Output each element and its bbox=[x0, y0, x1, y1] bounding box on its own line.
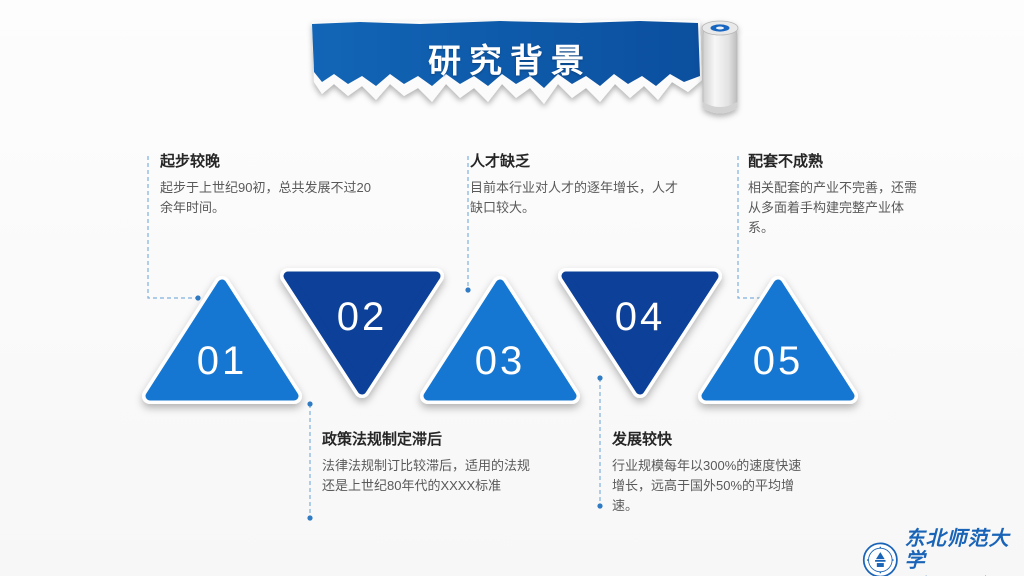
triangle-01: 01 bbox=[142, 276, 302, 404]
university-name-block: 东北师范大学 Northeast normal university bbox=[905, 528, 1022, 576]
info-body-05: 相关配套的产业不完善，还需从多面着手构建完整产业体系。 bbox=[748, 180, 918, 236]
university-logo: 东北师范大学 Northeast normal university bbox=[862, 528, 1022, 576]
paper-scroll-icon bbox=[701, 20, 739, 114]
triangle-04: 04 bbox=[558, 268, 722, 398]
info-block-03: 人才缺乏 目前本行业对人才的逐年增长，人才缺口较大。 bbox=[470, 150, 688, 218]
blue-ribbon bbox=[312, 21, 700, 88]
info-heading-04: 发展较快 bbox=[612, 431, 673, 448]
info-body-01: 起步于上世纪90初，总共发展不过20余年时间。 bbox=[160, 180, 371, 216]
info-heading-05: 配套不成熟 bbox=[748, 153, 824, 170]
info-heading-01: 起步较晚 bbox=[160, 153, 221, 170]
university-name-en: Northeast normal university bbox=[905, 574, 1022, 576]
title-banner: 研究背景 bbox=[300, 12, 760, 132]
info-heading-03: 人才缺乏 bbox=[470, 153, 531, 170]
triangle-05-number: 05 bbox=[753, 339, 804, 383]
info-block-02: 政策法规制定滞后 法律法规制订比较滞后，适用的法规还是上世纪80年代的XXXX标… bbox=[322, 428, 530, 496]
info-block-01: 起步较晚 起步于上世纪90初，总共发展不过20余年时间。 bbox=[160, 150, 378, 218]
info-body-03: 目前本行业对人才的逐年增长，人才缺口较大。 bbox=[470, 180, 679, 216]
info-heading-02: 政策法规制定滞后 bbox=[322, 431, 443, 448]
triangle-03-number: 03 bbox=[475, 339, 526, 383]
info-block-04: 发展较快 行业规模每年以300%的速度快速增长，远高于国外50%的平均增速。 bbox=[612, 428, 812, 516]
university-emblem-icon bbox=[862, 542, 898, 576]
triangle-05: 05 bbox=[698, 276, 858, 404]
triangle-04-number: 04 bbox=[615, 295, 666, 339]
info-block-05: 配套不成熟 相关配套的产业不完善，还需从多面着手构建完整产业体系。 bbox=[748, 150, 918, 238]
triangle-03: 03 bbox=[420, 276, 580, 404]
university-name-cn: 东北师范大学 bbox=[904, 528, 1010, 572]
info-body-02: 法律法规制订比较滞后，适用的法规还是上世纪80年代的XXXX标准 bbox=[322, 458, 531, 494]
torn-paper-banner-art bbox=[312, 20, 739, 114]
triangle-02-number: 02 bbox=[337, 295, 388, 339]
slide-title: 研究背景 bbox=[428, 42, 592, 79]
info-body-04: 行业规模每年以300%的速度快速增长，远高于国外50%的平均增速。 bbox=[612, 458, 802, 514]
triangle-01-number: 01 bbox=[197, 339, 248, 383]
triangle-02: 02 bbox=[280, 268, 444, 398]
